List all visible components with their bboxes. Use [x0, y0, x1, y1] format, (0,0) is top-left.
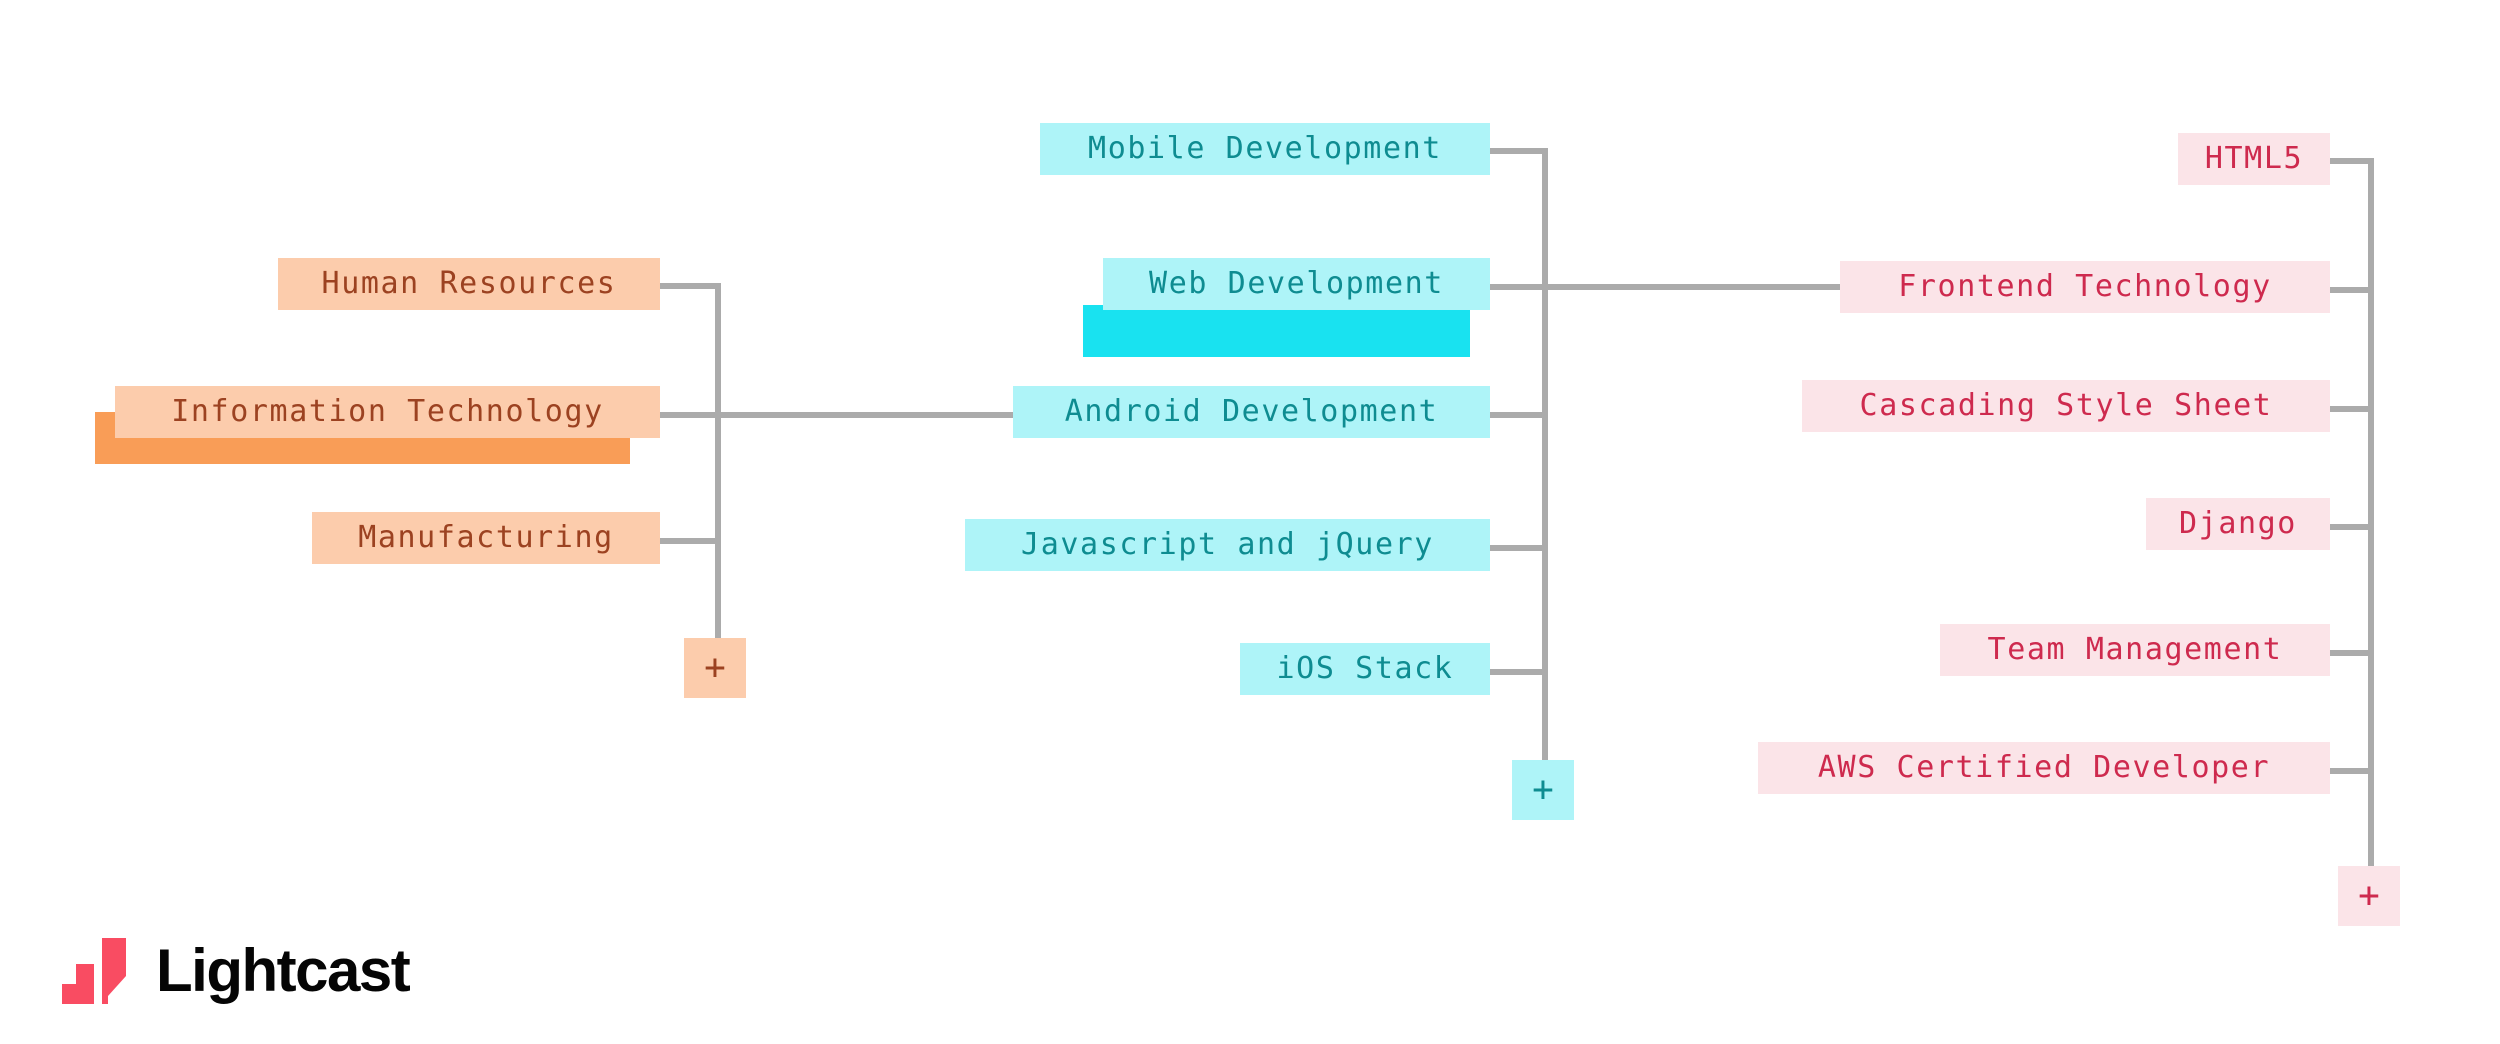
lightcast-wordmark: Lightcast — [156, 937, 411, 1004]
node-information-technology[interactable]: Information Technology — [115, 386, 660, 438]
connector-stub-team-management — [2330, 650, 2374, 656]
connector-stub-cascading-style-sheet — [2330, 406, 2374, 412]
node-label: AWS Certified Developer — [1817, 750, 2271, 785]
connector-stub-frontend-technology — [2330, 287, 2374, 293]
connector-spine-column-1 — [715, 283, 721, 668]
node-django[interactable]: Django — [2146, 498, 2330, 550]
node-ios-stack[interactable]: iOS Stack — [1240, 643, 1490, 695]
node-manufacturing[interactable]: Manufacturing — [312, 512, 660, 564]
connector-stub-javascript-and-jquery — [1490, 545, 1548, 551]
node-frontend-technology[interactable]: Frontend Technology — [1840, 261, 2330, 313]
connector-branch-information-technology — [660, 412, 1020, 418]
node-label: Information Technology — [171, 394, 604, 429]
connector-spine-column-3 — [2368, 158, 2374, 888]
node-html5[interactable]: HTML5 — [2178, 133, 2330, 185]
node-cascading-style-sheet[interactable]: Cascading Style Sheet — [1802, 380, 2330, 432]
node-aws-certified-developer[interactable]: AWS Certified Developer — [1758, 742, 2330, 794]
node-label: iOS Stack — [1276, 651, 1454, 686]
node-javascript-and-jquery[interactable]: Javascript and jQuery — [965, 519, 1490, 571]
connector-stub-ios-stack — [1490, 669, 1548, 675]
node-mobile-development[interactable]: Mobile Development — [1040, 123, 1490, 175]
node-label: HTML5 — [2204, 141, 2304, 176]
plus-icon: + — [1532, 769, 1554, 810]
lightcast-logo: Lightcast — [62, 937, 411, 1004]
node-web-development[interactable]: Web Development — [1103, 258, 1490, 310]
plus-icon: + — [704, 647, 726, 688]
node-human-resources[interactable]: Human Resources — [278, 258, 660, 310]
connector-stub-aws-certified-developer — [2330, 768, 2374, 774]
expand-button-column-3[interactable]: + — [2338, 866, 2400, 926]
node-label: Javascript and jQuery — [1021, 527, 1434, 562]
connector-stub-mobile-development — [1490, 148, 1548, 154]
selection-indicator-web-development — [1083, 305, 1470, 357]
node-label: Django — [2179, 506, 2297, 541]
connector-stub-html5 — [2330, 158, 2374, 164]
node-label: Cascading Style Sheet — [1859, 388, 2273, 423]
connector-spine-column-2 — [1542, 148, 1548, 820]
node-team-management[interactable]: Team Management — [1940, 624, 2330, 676]
node-android-development[interactable]: Android Development — [1013, 386, 1490, 438]
connector-branch-web-development — [1490, 284, 1840, 290]
expand-button-column-2[interactable]: + — [1512, 760, 1574, 820]
connector-stub-human-resources — [660, 283, 718, 289]
node-label: Frontend Technology — [1898, 269, 2272, 304]
connector-stub-android-development — [1490, 412, 1548, 418]
node-label: Web Development — [1149, 266, 1444, 301]
expand-button-column-1[interactable]: + — [684, 638, 746, 698]
connector-stub-manufacturing — [660, 538, 718, 544]
node-label: Team Management — [1987, 632, 2283, 667]
lightcast-mark-icon — [62, 938, 126, 1004]
node-label: Manufacturing — [358, 520, 614, 555]
plus-icon: + — [2358, 875, 2380, 916]
connector-stub-django — [2330, 524, 2374, 530]
node-label: Android Development — [1064, 394, 1439, 429]
node-label: Human Resources — [321, 266, 617, 301]
node-label: Mobile Development — [1088, 131, 1442, 166]
